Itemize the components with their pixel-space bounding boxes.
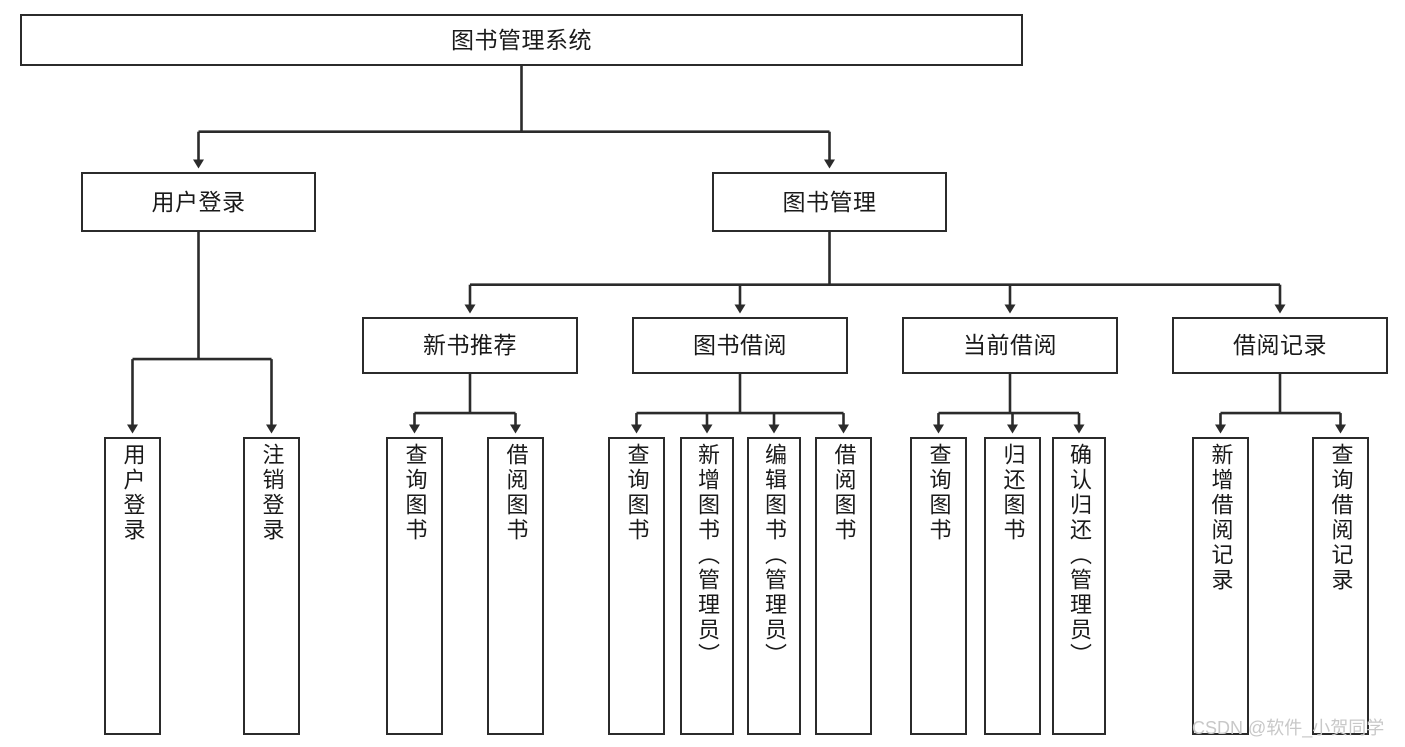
leaf-edit-book-label: 编辑图书（管理员） [762, 443, 787, 668]
node-user-login-label: 用户登录 [151, 188, 246, 215]
leaf-user-login-label: 用户登录 [120, 443, 146, 543]
leaf-borrow-book-1-label: 借阅图书 [503, 443, 529, 543]
leaf-user-login[interactable]: 用户登录 [104, 437, 161, 735]
leaf-query-record[interactable]: 查询借阅记录 [1312, 437, 1369, 735]
leaf-query-book-3[interactable]: 查询图书 [910, 437, 967, 735]
node-new-book-recommend[interactable]: 新书推荐 [362, 317, 578, 374]
leaf-logout-label: 注销登录 [259, 443, 285, 543]
node-current-borrow-label: 当前借阅 [963, 332, 1057, 359]
leaf-query-book-1[interactable]: 查询图书 [386, 437, 443, 735]
node-current-borrow[interactable]: 当前借阅 [902, 317, 1118, 374]
leaf-add-record-label: 新增借阅记录 [1208, 443, 1234, 593]
node-book-manage[interactable]: 图书管理 [712, 172, 947, 232]
leaf-return-book-label: 归还图书 [1000, 443, 1026, 543]
leaf-logout[interactable]: 注销登录 [243, 437, 300, 735]
node-borrow-record[interactable]: 借阅记录 [1172, 317, 1388, 374]
leaf-query-book-3-label: 查询图书 [926, 443, 952, 543]
leaf-query-record-label: 查询借阅记录 [1328, 443, 1354, 593]
node-root-label: 图书管理系统 [451, 26, 592, 53]
leaf-edit-book[interactable]: 编辑图书（管理员） [747, 437, 801, 735]
leaf-borrow-book-2[interactable]: 借阅图书 [815, 437, 872, 735]
node-new-book-recommend-label: 新书推荐 [423, 332, 517, 359]
leaf-borrow-book-2-label: 借阅图书 [831, 443, 857, 543]
leaf-query-book-1-label: 查询图书 [402, 443, 428, 543]
node-book-manage-label: 图书管理 [782, 188, 877, 215]
leaf-return-book[interactable]: 归还图书 [984, 437, 1041, 735]
node-borrow-record-label: 借阅记录 [1233, 332, 1327, 359]
leaf-query-book-2[interactable]: 查询图书 [608, 437, 665, 735]
leaf-query-book-2-label: 查询图书 [624, 443, 650, 543]
leaf-add-book-label: 新增图书（管理员） [695, 443, 720, 668]
leaf-confirm-return[interactable]: 确认归还（管理员） [1052, 437, 1106, 735]
leaf-add-book[interactable]: 新增图书（管理员） [680, 437, 734, 735]
node-root[interactable]: 图书管理系统 [20, 14, 1023, 66]
leaf-add-record[interactable]: 新增借阅记录 [1192, 437, 1249, 735]
leaf-borrow-book-1[interactable]: 借阅图书 [487, 437, 544, 735]
node-book-borrow[interactable]: 图书借阅 [632, 317, 848, 374]
node-book-borrow-label: 图书借阅 [693, 332, 787, 359]
node-user-login[interactable]: 用户登录 [81, 172, 316, 232]
leaf-confirm-return-label: 确认归还（管理员） [1067, 443, 1092, 668]
